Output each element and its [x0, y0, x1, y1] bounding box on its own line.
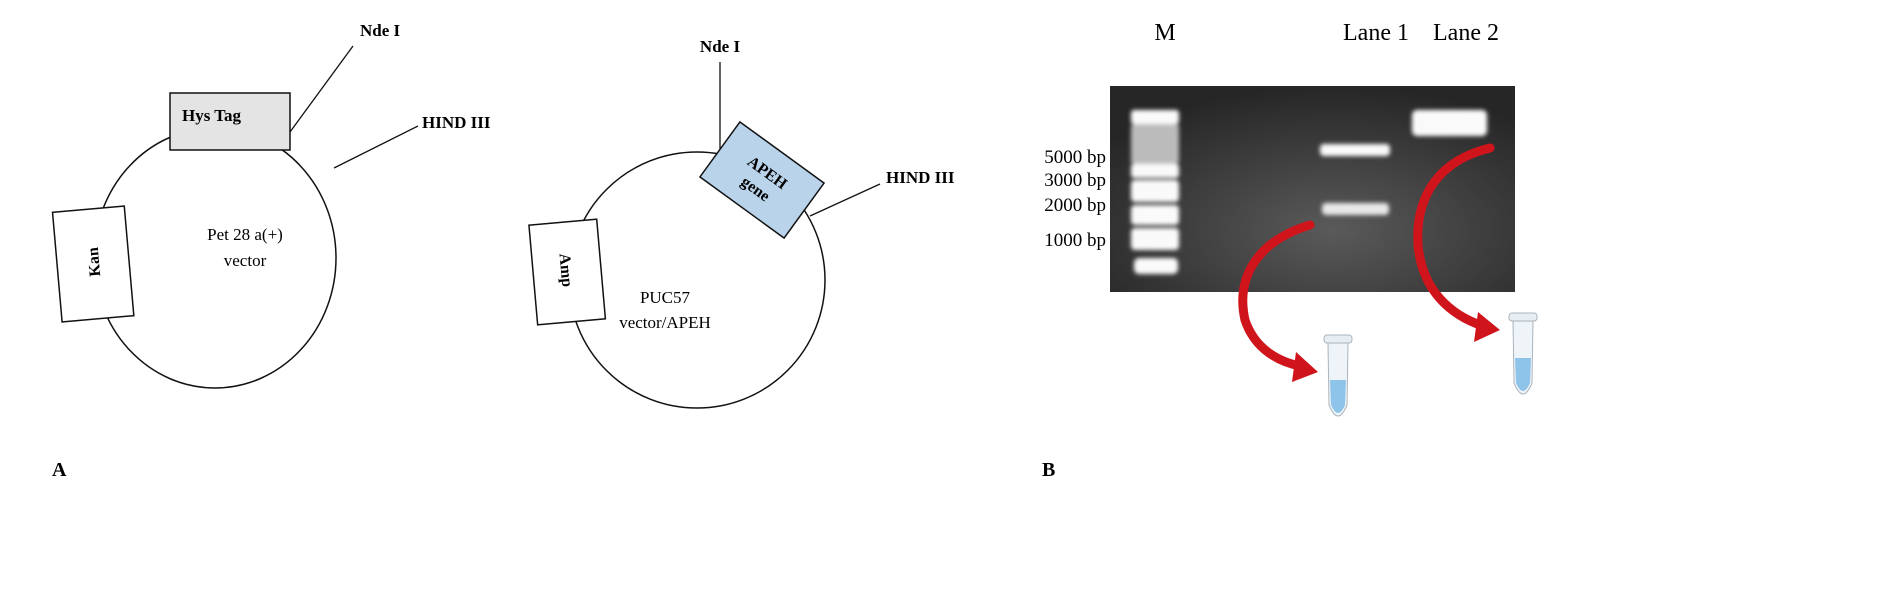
ladder-label-5000: 5000 bp	[1044, 147, 1106, 168]
ladder-label-2000: 2000 bp	[1044, 195, 1106, 216]
nde1-pointer-line	[289, 45, 354, 133]
panel-a-label: A	[52, 459, 67, 481]
panel-b-label: B	[1042, 459, 1055, 481]
hind3-pointer-line	[333, 125, 419, 169]
gel-panel: M Lane 1 Lane 2 5000 bp 3000 bp 2000 bp …	[1044, 20, 1538, 417]
nde1-label: Nde I	[700, 37, 741, 56]
lane1-bands	[1320, 144, 1390, 215]
lane2-band	[1412, 110, 1487, 136]
tube-icon	[1323, 334, 1353, 417]
amp-label: Amp	[556, 253, 576, 288]
curved-arrow-lane1	[1238, 220, 1318, 382]
vector-name-line1: Pet 28 a(+)	[207, 225, 283, 244]
nde1-label: Nde I	[360, 21, 401, 40]
puc57-vector-map: APEH gene Nde I HIND III Amp PUC57 vecto…	[528, 37, 955, 409]
ladder-label-3000: 3000 bp	[1044, 170, 1106, 191]
lane-label-1: Lane 1	[1343, 20, 1409, 46]
hys-tag-label: Hys Tag	[182, 106, 242, 125]
amp-box	[528, 218, 607, 326]
hys-tag-box	[169, 92, 291, 151]
kan-box	[51, 205, 135, 323]
apeh-gene-box	[698, 120, 826, 240]
vector-name-line2: vector/APEH	[619, 313, 711, 332]
ladder-label-1000: 1000 bp	[1044, 230, 1106, 251]
plasmid-circle	[93, 127, 337, 389]
pet28-vector-map: Hys Tag Nde I HIND III Kan Pet 28 a(+) v…	[51, 21, 491, 389]
kan-label: Kan	[85, 246, 105, 277]
vector-name-line1: PUC57	[640, 288, 691, 307]
lane-label-2: Lane 2	[1433, 20, 1499, 46]
vector-name-line2: vector	[224, 251, 267, 270]
curved-arrow-lane2	[1413, 143, 1500, 342]
lane-label-m: M	[1154, 20, 1175, 46]
hind3-label: HIND III	[422, 113, 491, 132]
tube-icon	[1508, 312, 1538, 395]
ladder-bands	[1131, 110, 1179, 274]
hind3-label: HIND III	[886, 168, 955, 187]
hind3-pointer-line	[809, 183, 881, 217]
